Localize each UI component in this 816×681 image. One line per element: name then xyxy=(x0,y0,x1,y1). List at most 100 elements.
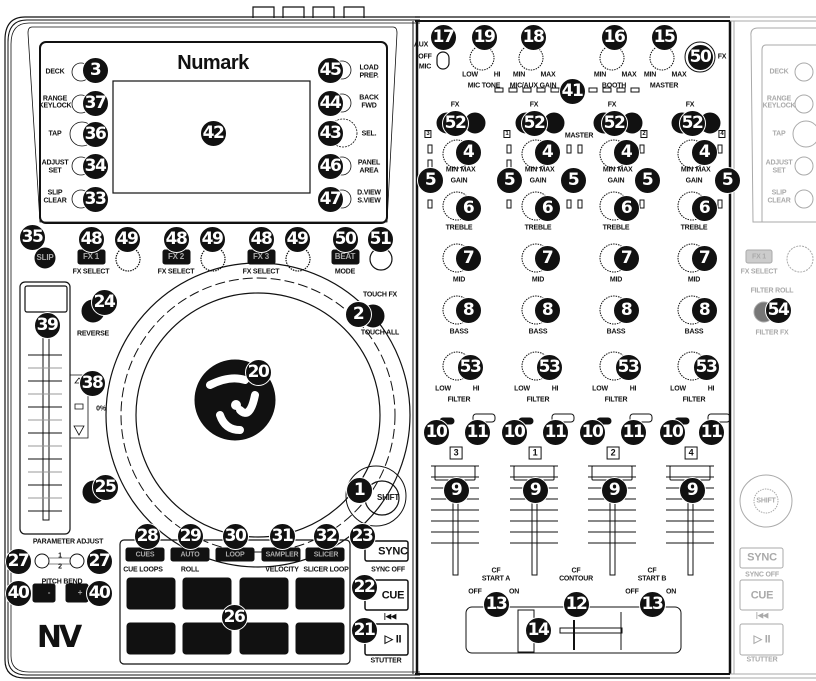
button-label[interactable]: FX 3 xyxy=(252,252,270,261)
callout-number: 25 xyxy=(91,473,119,501)
right-deck-label: SYNC xyxy=(747,551,777,564)
right-deck-label: KEYLOCK xyxy=(762,102,796,110)
button-label[interactable]: SAMPLER xyxy=(265,551,299,559)
right-deck-label: STUTTER xyxy=(746,656,778,664)
channel-number-small: 3 xyxy=(424,130,432,138)
button-label[interactable]: + xyxy=(77,588,83,597)
label: 1 xyxy=(58,552,62,560)
callout-number: 27 xyxy=(4,547,32,575)
callout-number: 48 xyxy=(247,225,275,253)
vu-led xyxy=(717,199,723,209)
callout-number: 31 xyxy=(268,522,296,550)
callout-number: 53 xyxy=(692,353,720,381)
callout-number: 6 xyxy=(533,194,561,222)
vu-led xyxy=(639,144,645,154)
max-label: MAX xyxy=(695,166,711,174)
right-deck-label: CUE xyxy=(750,589,774,602)
label: AREA xyxy=(359,167,379,175)
button-label[interactable]: FX 2 xyxy=(167,252,185,261)
callout-number: 35 xyxy=(18,223,46,251)
mixer-label: MIC TONE xyxy=(467,82,501,90)
right-deck-label: TAP xyxy=(772,130,786,138)
low-label: LOW xyxy=(670,385,686,393)
filter-label: FILTER xyxy=(526,396,550,404)
treble-label: TREBLE xyxy=(524,224,552,232)
brand-logo: Numark xyxy=(177,52,249,74)
channel-number: 3 xyxy=(449,446,463,460)
label: RANGE xyxy=(42,95,68,103)
button-label[interactable]: CUE xyxy=(381,589,405,602)
mixer-label: MAX xyxy=(621,71,637,79)
label: SYNC OFF xyxy=(371,566,405,574)
button-label[interactable]: AUTO xyxy=(180,551,200,559)
channel-number-small: 4 xyxy=(718,130,726,138)
label: TOUCH ALL xyxy=(360,329,400,337)
treble-label: TREBLE xyxy=(680,224,708,232)
label: 2 xyxy=(58,563,62,571)
callout-number: 24 xyxy=(90,288,118,316)
label: FX SELECT xyxy=(242,268,280,276)
mixer-label: OFF xyxy=(418,53,432,61)
button-label[interactable]: - xyxy=(47,588,51,597)
mixer-label: START A xyxy=(481,575,511,583)
button-label[interactable]: BEAT xyxy=(334,252,356,261)
button-label[interactable]: FX 1 xyxy=(82,252,100,261)
mixer-label: OFF xyxy=(625,588,639,596)
mixer-label: FX xyxy=(717,53,727,61)
label: ADJUST xyxy=(41,159,69,167)
fx-assign-label: FX xyxy=(529,101,539,109)
vu-led xyxy=(506,199,512,209)
callout-number: 9 xyxy=(600,476,628,504)
callout-number: 45 xyxy=(316,56,344,84)
label: PREP. xyxy=(359,72,379,80)
callout-number: 52 xyxy=(520,109,548,137)
callout-number: 37 xyxy=(81,89,109,117)
callout-number: 46 xyxy=(316,152,344,180)
treble-label: TREBLE xyxy=(602,224,630,232)
callout-number: 27 xyxy=(85,547,113,575)
right-deck-label: RANGE xyxy=(766,95,792,103)
label: D.VIEW xyxy=(357,189,381,197)
callout-number: 5 xyxy=(633,166,661,194)
callout-number: 49 xyxy=(198,225,226,253)
button-label[interactable]: SHIFT xyxy=(376,493,400,502)
button-label[interactable]: ▷ II xyxy=(384,633,402,646)
vu-led xyxy=(506,144,512,154)
bass-label: BASS xyxy=(606,328,626,336)
callout-number: 11 xyxy=(463,418,491,446)
label: SLICER LOOP xyxy=(303,566,349,574)
right-deck-label: FILTER ROLL xyxy=(750,287,794,295)
label: DECK xyxy=(45,68,65,76)
hi-label: HI xyxy=(551,385,559,393)
button-label[interactable]: LOOP xyxy=(225,551,245,559)
max-label: MAX xyxy=(460,166,476,174)
callout-number: 9 xyxy=(678,476,706,504)
callout-number: 10 xyxy=(658,418,686,446)
callout-number: 7 xyxy=(690,244,718,272)
right-deck-label: FX SELECT xyxy=(740,268,778,276)
button-label[interactable]: SLIP xyxy=(36,253,54,262)
mid-label: MID xyxy=(531,276,545,284)
callout-number: 13 xyxy=(482,590,510,618)
button-label[interactable]: CUES xyxy=(135,551,155,559)
label: FWD xyxy=(361,102,377,110)
min-label: MIN xyxy=(602,166,616,174)
callout-number: 9 xyxy=(521,476,549,504)
button-label[interactable]: SLICER xyxy=(313,551,339,559)
callout-number: 21 xyxy=(350,616,378,644)
callout-number: 4 xyxy=(690,138,718,166)
callout-number: 40 xyxy=(4,579,32,607)
callout-number: 50 xyxy=(686,43,714,71)
callout-number: 2 xyxy=(344,300,372,328)
callout-number: 8 xyxy=(690,296,718,324)
mixer-label: MIN xyxy=(512,71,526,79)
bass-label: BASS xyxy=(449,328,469,336)
callout-number: 53 xyxy=(456,353,484,381)
callout-number: 6 xyxy=(690,194,718,222)
fader-slot xyxy=(609,494,616,576)
callout-number: 30 xyxy=(221,522,249,550)
button-label[interactable]: SYNC xyxy=(378,545,408,558)
mixer-label: LOW xyxy=(462,71,478,79)
callout-number: 1 xyxy=(345,476,373,504)
vu-led xyxy=(427,199,433,209)
